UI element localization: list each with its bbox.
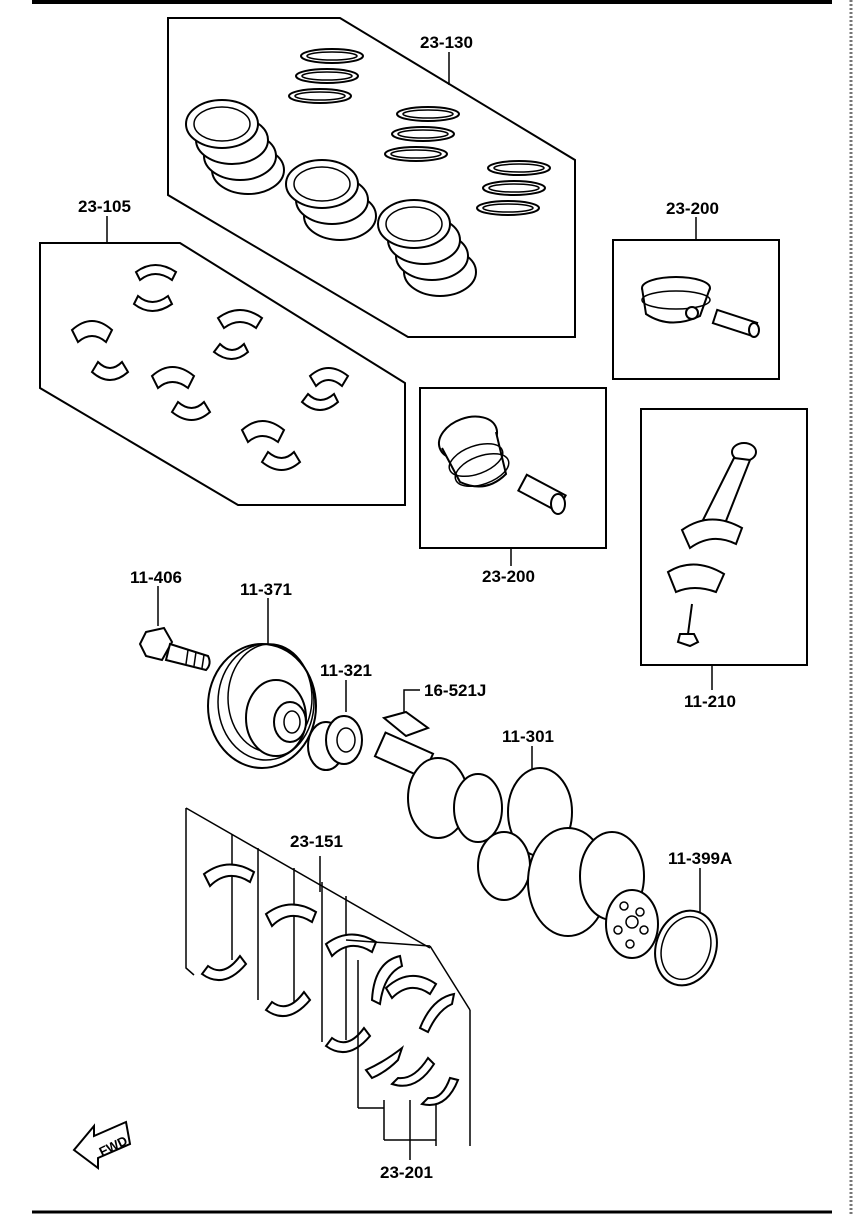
piston-b-shape (437, 415, 568, 515)
label-crankshaft: 11-301 (502, 727, 554, 746)
main-bearings-group[interactable]: 23-151 (185, 807, 431, 1054)
piston-assembly-a[interactable]: 23-200 (612, 199, 780, 380)
label-sprocket: 11-321 (320, 661, 372, 680)
label-key: 16-521J (424, 681, 486, 700)
piston-rings-large (185, 99, 477, 297)
label-oil-seal: 11-399A (668, 849, 732, 868)
label-conrod-bearings: 23-105 (78, 197, 131, 216)
crank-pulley[interactable]: 11-371 (207, 580, 317, 769)
label-piston-a: 23-200 (666, 199, 719, 218)
rear-oil-seal[interactable]: 11-399A (646, 849, 733, 993)
label-rings: 23-130 (420, 33, 473, 52)
crankshaft[interactable]: 11-301 (373, 727, 659, 959)
piston-a-shape (641, 276, 760, 338)
label-bolt: 11-406 (130, 568, 182, 587)
bearing-shells (70, 264, 350, 471)
fwd-arrow-icon: FWD (72, 1120, 132, 1170)
label-thrust-bearings: 23-201 (380, 1163, 433, 1182)
label-piston-b: 23-200 (482, 567, 535, 586)
main-bearing-shells (200, 863, 378, 1054)
conrod-bearings-group[interactable]: 23-105 (39, 197, 406, 506)
thrust-bearings-group[interactable]: 23-201 (345, 939, 471, 1182)
piston-rings-group[interactable]: 23-130 (167, 17, 576, 338)
timing-sprocket[interactable]: 11-321 (307, 661, 372, 771)
label-conrod: 11-210 (684, 692, 736, 711)
connecting-rod-group[interactable]: 11-210 (640, 408, 808, 711)
woodruff-key[interactable]: 16-521J (381, 681, 486, 738)
page-border (32, 0, 853, 1214)
piston-rings-small (288, 48, 551, 216)
thrust-bearing-shells (364, 954, 460, 1106)
label-pulley: 11-371 (240, 580, 292, 599)
label-main-bearings: 23-151 (290, 832, 343, 851)
conrod-shape (666, 442, 757, 648)
pulley-bolt[interactable]: 11-406 (130, 568, 211, 672)
piston-assembly-b[interactable]: 23-200 (419, 387, 607, 586)
